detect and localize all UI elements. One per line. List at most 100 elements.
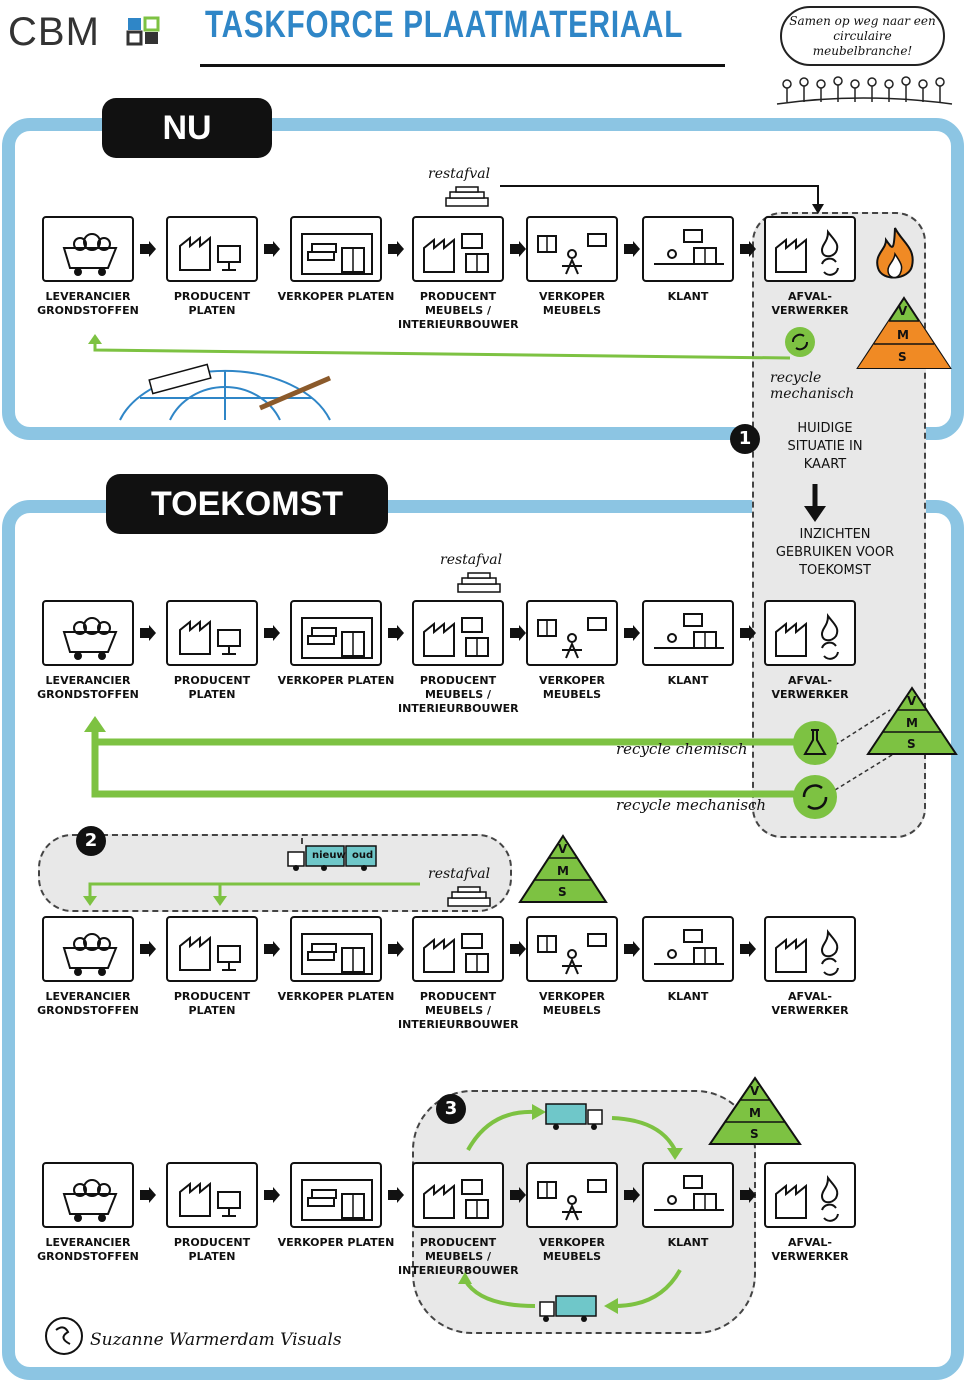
- vms-pyramid-step2: [518, 834, 608, 903]
- chain-arrow-icon: [264, 241, 280, 257]
- restafval-note-toekomst: restafval: [440, 552, 503, 568]
- nu-label: NU: [102, 98, 272, 158]
- chain-box-step3-6: [764, 1162, 856, 1228]
- fire-icon: [876, 227, 914, 279]
- chain-icon: [537, 933, 607, 975]
- chain-caption: PRODUCENT PLATEN: [173, 990, 251, 1017]
- inzichten-text: INZICHTEN GEBRUIKEN VOOR TOEKOMST: [775, 527, 895, 578]
- chain-icon: [775, 1175, 839, 1222]
- signature-logo-icon: [45, 1317, 83, 1355]
- recycle-mechanisch-label-toekomst: recycle mechanisch: [616, 796, 767, 814]
- chain-box-step2-0: [42, 916, 134, 982]
- chain-arrow-icon: [624, 941, 640, 957]
- chain-arrow-icon: [264, 1187, 280, 1203]
- chain-arrow-icon: [510, 241, 526, 257]
- chain-box-toekomst-1: [166, 600, 258, 666]
- chain-caption: KLANT: [667, 290, 709, 303]
- chain-icon: [537, 233, 607, 275]
- vms-v-label: V: [558, 842, 568, 856]
- chain-box-step2-6: [764, 916, 856, 982]
- chain-arrow-icon: [140, 941, 156, 957]
- chain-icon: [301, 933, 373, 975]
- recycle-chemisch-label: recycle chemisch: [616, 740, 748, 758]
- chain-caption: KLANT: [667, 990, 709, 1003]
- chain-box-step2-1: [166, 916, 258, 982]
- chain-caption: PRODUCENT PLATEN: [173, 290, 251, 317]
- chain-caption: VERKOPER MEUBELS: [539, 1236, 605, 1263]
- chain-arrow-icon: [740, 941, 756, 957]
- chain-box-step2-3: [412, 916, 504, 982]
- chain-caption: PRODUCENT PLATEN: [173, 674, 251, 701]
- chain-box-step2-4: [526, 916, 618, 982]
- chain-icon: [654, 929, 724, 965]
- chain-box-nu-1: [166, 216, 258, 282]
- vms-pyramid-nu: [856, 296, 952, 369]
- gray-zone-step2: [38, 834, 512, 912]
- vms-v-label: V: [898, 304, 908, 318]
- chain-caption: AFVAL- VERWERKER: [771, 674, 849, 701]
- chain-icon: [179, 935, 241, 971]
- chain-caption: PRODUCENT PLATEN: [173, 1236, 251, 1263]
- chain-icon: [62, 617, 118, 660]
- chain-box-nu-0: [42, 216, 134, 282]
- vms-pyramid-step3: [708, 1076, 802, 1145]
- chain-caption: VERKOPER PLATEN: [277, 990, 395, 1003]
- vms-m-label: M: [749, 1106, 761, 1120]
- chain-box-step3-0: [42, 1162, 134, 1228]
- chain-arrow-icon: [624, 241, 640, 257]
- chain-icon: [301, 233, 373, 275]
- recycle-icon: [785, 327, 815, 357]
- chain-caption: LEVERANCIER GRONDSTOFFEN: [37, 990, 139, 1017]
- chain-icon: [654, 229, 724, 265]
- huidige-situatie-text: HUIDIGE SITUATIE IN KAART: [787, 421, 863, 472]
- chain-arrow-icon: [140, 625, 156, 641]
- chain-box-toekomst-5: [642, 600, 734, 666]
- chain-box-step3-5: [642, 1162, 734, 1228]
- chain-icon: [537, 617, 607, 659]
- motto-bubble: Samen op weg naar een circulaire meubelb…: [780, 6, 945, 66]
- chain-icon: [775, 229, 839, 276]
- chain-box-step3-3: [412, 1162, 504, 1228]
- truck-icon: [287, 838, 377, 871]
- chain-icon: [537, 1179, 607, 1221]
- restafval-stack-icon: [447, 886, 491, 907]
- chain-box-toekomst-6: [764, 600, 856, 666]
- chain-caption: VERKOPER PLATEN: [277, 1236, 395, 1249]
- chain-arrow-icon: [740, 1187, 756, 1203]
- chain-icon: [654, 613, 724, 649]
- recycle-mechanisch-label-nu: recycle mechanisch: [770, 370, 855, 402]
- vms-pyramid-toekomst: [866, 686, 958, 755]
- restafval-note-nu: restafval: [428, 166, 491, 182]
- chain-icon: [423, 1179, 489, 1219]
- chain-caption: VERKOPER PLATEN: [277, 674, 395, 687]
- chain-icon: [423, 617, 489, 657]
- truck-icon: [539, 1295, 597, 1322]
- oud-label: oud: [352, 850, 374, 861]
- vms-m-label: M: [897, 328, 909, 342]
- chain-arrow-icon: [140, 241, 156, 257]
- chain-arrow-icon: [140, 1187, 156, 1203]
- signature-text: Suzanne Warmerdam Visuals: [90, 1330, 342, 1350]
- chain-box-toekomst-4: [526, 600, 618, 666]
- vms-v-label: V: [750, 1084, 760, 1098]
- chain-caption: PRODUCENT MEUBELS / INTERIEURBOUWER: [398, 290, 519, 331]
- chain-box-toekomst-3: [412, 600, 504, 666]
- chain-caption: LEVERANCIER GRONDSTOFFEN: [37, 674, 139, 701]
- nieuw-label: nieuw: [312, 850, 346, 861]
- chain-arrow-icon: [264, 941, 280, 957]
- chain-caption: VERKOPER MEUBELS: [539, 290, 605, 317]
- chain-arrow-icon: [510, 941, 526, 957]
- vms-s-label: S: [907, 737, 916, 751]
- chain-icon: [301, 617, 373, 659]
- chain-icon: [423, 233, 489, 273]
- chain-box-step3-1: [166, 1162, 258, 1228]
- chain-arrow-icon: [740, 241, 756, 257]
- chain-box-nu-2: [290, 216, 382, 282]
- chain-box-step2-2: [290, 916, 382, 982]
- step-3-badge: 3: [436, 1094, 466, 1124]
- chain-box-nu-6: [764, 216, 856, 282]
- chain-icon: [654, 1175, 724, 1211]
- toekomst-label: TOEKOMST: [106, 474, 388, 534]
- vms-v-label: V: [907, 694, 917, 708]
